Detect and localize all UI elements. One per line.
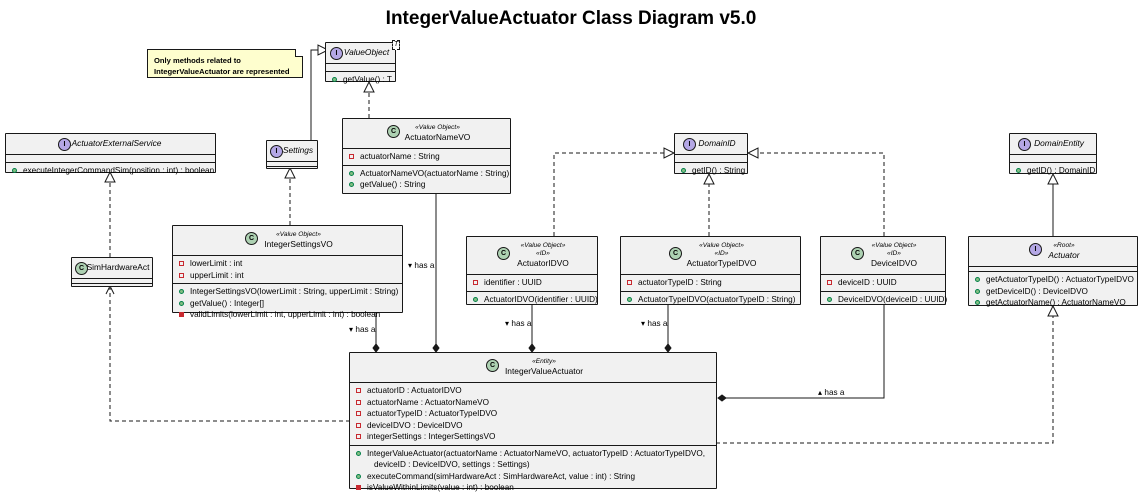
direction-arrow-icon: ▾ xyxy=(408,261,413,270)
interface-icon: I xyxy=(1029,243,1042,256)
class-icon: C xyxy=(75,262,88,275)
relation-label-has-a: ▴ has a xyxy=(818,388,845,397)
interface-icon: I xyxy=(330,47,343,60)
arrowhead-generalization xyxy=(317,44,330,56)
class-icon: C xyxy=(486,359,499,372)
direction-arrow-icon: ▾ xyxy=(641,319,646,328)
relation-label-has-a: ▾ has a xyxy=(505,319,532,328)
direction-arrow-icon: ▴ xyxy=(818,388,823,397)
public-method-icon xyxy=(179,300,184,306)
private-field-icon xyxy=(627,280,632,285)
class-actuatoridvo[interactable]: C «Value Object» «ID» ActuatorIDVO ident… xyxy=(466,236,598,305)
class-icon: C xyxy=(387,125,400,138)
relation-label-has-a: ▾ has a xyxy=(408,261,435,270)
composition-diamond xyxy=(432,343,440,353)
public-method-icon xyxy=(356,450,361,456)
composition-diamond xyxy=(664,343,672,353)
class-actuatornamevo[interactable]: C «Value Object» ActuatorNameVO actuator… xyxy=(342,118,511,194)
public-method-icon xyxy=(627,296,632,302)
public-method-icon xyxy=(975,300,980,305)
arrowhead-realization xyxy=(1047,304,1059,317)
class-icon: C xyxy=(245,232,258,245)
note-line: IntegerValueActuator are represented xyxy=(154,67,290,76)
public-method-icon xyxy=(1016,168,1021,173)
edge-iva-simhardware xyxy=(109,288,350,422)
direction-arrow-icon: ▾ xyxy=(505,319,510,328)
public-method-icon xyxy=(179,289,184,294)
edge-iva-actuator xyxy=(716,316,1054,444)
class-icon: C xyxy=(851,247,864,260)
public-method-icon xyxy=(681,168,686,173)
public-method-icon xyxy=(975,277,980,282)
relation-label-has-a: ▾ has a xyxy=(349,325,376,334)
note-line: Only methods related to xyxy=(154,56,241,65)
private-method-icon xyxy=(356,485,361,490)
private-field-icon xyxy=(356,422,361,428)
composition-diamond xyxy=(372,343,380,353)
private-method-icon xyxy=(179,312,184,317)
public-method-icon xyxy=(349,170,354,176)
edge-actuatoridvo-domainid xyxy=(553,152,664,236)
public-method-icon xyxy=(473,296,478,302)
public-method-icon xyxy=(12,168,17,173)
class-actuatortypeidvo[interactable]: C «Value Object» «ID» ActuatorTypeIDVO a… xyxy=(620,236,801,305)
arrowhead-realization xyxy=(104,170,116,183)
public-method-icon xyxy=(356,473,361,479)
composition-diamond xyxy=(528,343,536,353)
interface-icon: I xyxy=(270,145,283,158)
edge-settings-valueobject xyxy=(310,49,318,140)
interface-icon: I xyxy=(58,138,71,151)
public-method-icon xyxy=(349,182,354,187)
note: Only methods related to IntegerValueActu… xyxy=(147,49,303,78)
diagram-title: IntegerValueActuator Class Diagram v5.0 xyxy=(385,8,757,29)
arrowhead-realization xyxy=(703,172,715,185)
relation-label-has-a: ▾ has a xyxy=(641,319,668,328)
class-deviceidvo[interactable]: C «Value Object» «ID» DeviceIDVO deviceI… xyxy=(820,236,947,305)
class-integersettingsvo[interactable]: C «Value Object» IntegerSettingsVO lower… xyxy=(172,225,403,319)
class-icon: C xyxy=(497,247,510,260)
composition-diamond xyxy=(717,394,727,402)
edge-iva-deviceidvo xyxy=(726,305,885,399)
interface-icon: I xyxy=(683,138,696,151)
private-field-icon xyxy=(179,272,184,278)
class-integervalueactuator[interactable]: C «Entity» IntegerValueActuator actuator… xyxy=(349,352,717,492)
private-field-icon xyxy=(356,411,361,416)
public-method-icon xyxy=(827,296,832,302)
type-parameter: T xyxy=(392,40,401,50)
arrowhead-realization xyxy=(663,147,676,159)
private-field-icon xyxy=(356,434,361,439)
class-icon: C xyxy=(669,247,682,260)
private-field-icon xyxy=(349,154,354,159)
arrowhead-realization xyxy=(363,80,375,93)
private-field-icon xyxy=(356,388,361,393)
public-method-icon xyxy=(332,77,337,82)
class-actuator[interactable]: I «Root» Actuator getActuatorTypeID() : … xyxy=(968,236,1138,307)
arrowhead-realization xyxy=(746,147,759,159)
private-field-icon xyxy=(827,280,832,285)
edge-deviceidvo-domainid xyxy=(758,152,885,236)
arrowhead-realization xyxy=(284,166,296,179)
public-method-icon xyxy=(975,288,980,294)
direction-arrow-icon: ▾ xyxy=(349,325,354,334)
arrowhead-generalization xyxy=(1047,172,1059,185)
interface-icon: I xyxy=(1018,138,1031,151)
private-field-icon xyxy=(356,399,361,405)
private-field-icon xyxy=(179,261,184,266)
private-field-icon xyxy=(473,280,478,285)
